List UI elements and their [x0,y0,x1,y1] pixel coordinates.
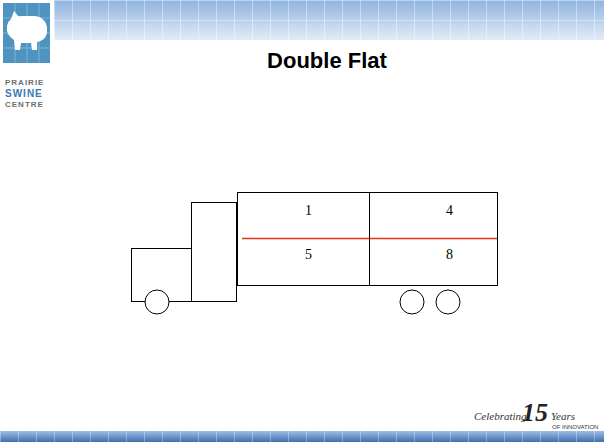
logo-icon [0,0,54,118]
deck-number: 4 [446,203,453,219]
logo-text: PRAIRIE [5,78,44,87]
front-wheel [145,290,169,314]
label-holder: PRAIRIE [5,78,44,87]
label-holder: CENTRE [5,100,44,109]
label-holder: 15 [522,398,548,428]
truck-drawing [132,203,498,315]
label-holder: OF INNOVATION [552,424,598,431]
rear-wheel [436,290,460,314]
anniversary-text: Years [551,410,575,423]
logo-text: SWINE [5,88,43,100]
label-holder: Years [551,410,575,423]
logo-text: CENTRE [5,100,44,109]
rear-wheel [400,290,424,314]
title-holder: Double Flat [177,47,477,75]
trailer-compartment: 15 [237,192,370,286]
label-holder: SWINE [5,88,43,100]
anniversary-number: 15 [522,398,548,428]
header-band [0,0,604,40]
deck-number: 8 [446,247,453,263]
label-holder: Celebrating [474,410,527,423]
trailer-compartment: 48 [369,192,498,286]
deck-number: 5 [305,247,312,263]
footer-band [0,431,604,442]
anniversary-tagline: OF INNOVATION [552,424,598,431]
truck-upright [192,203,237,302]
slide-title: Double Flat [177,47,477,75]
deck-number: 1 [305,203,312,219]
anniversary-text: Celebrating [474,410,527,423]
